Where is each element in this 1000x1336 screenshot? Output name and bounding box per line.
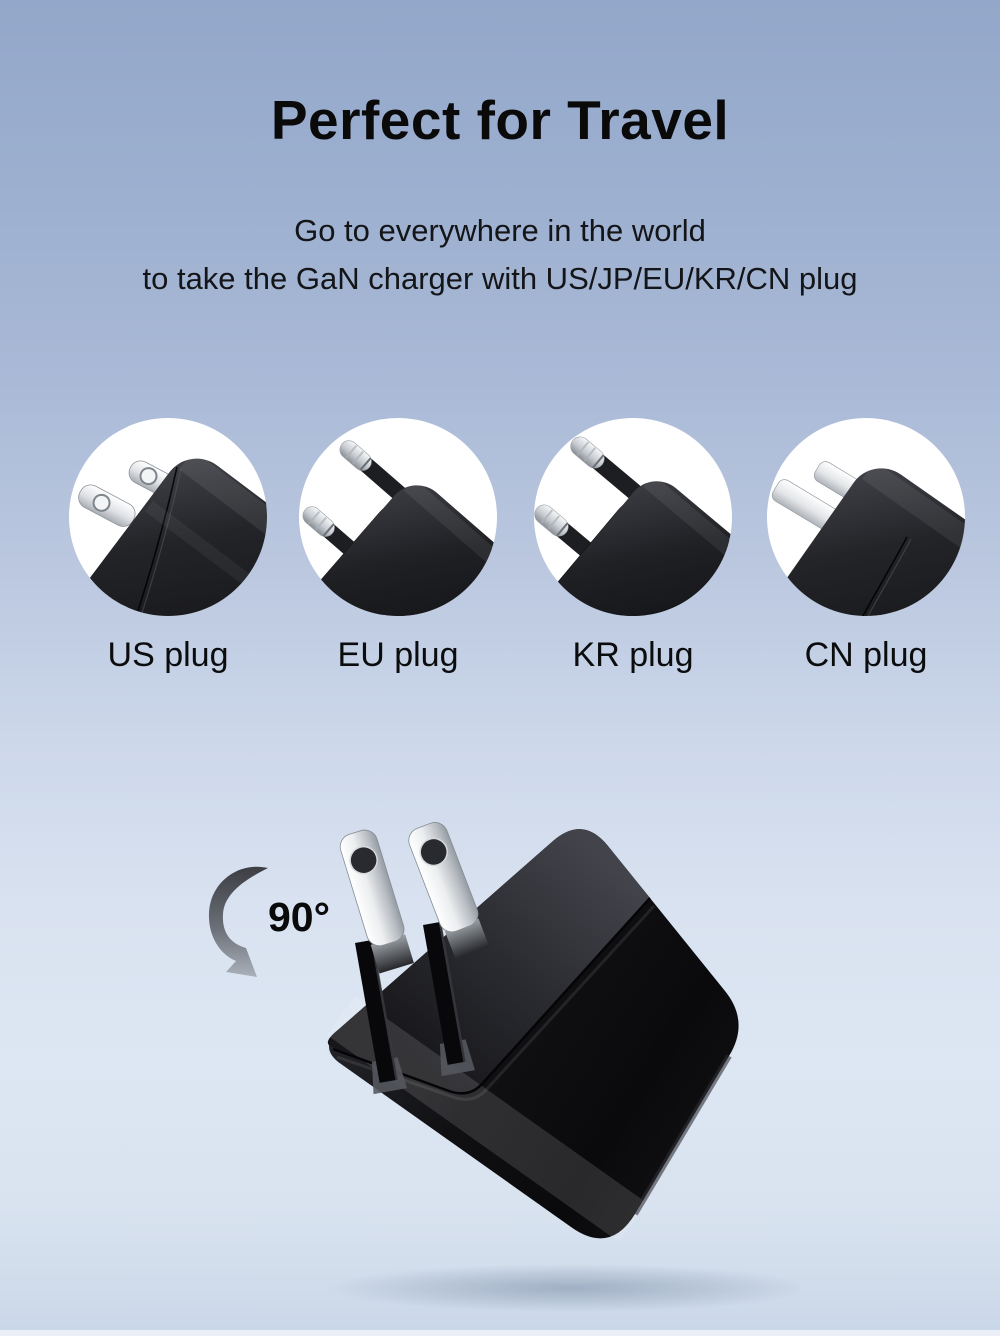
plug-label: US plug — [107, 636, 229, 674]
plug-label: CN plug — [804, 636, 928, 674]
floor-highlight — [0, 1330, 1000, 1336]
us-plug-photo — [69, 418, 267, 616]
blade-slot — [355, 939, 407, 1095]
plug-item-kr: KR plug — [533, 417, 733, 675]
blade-slot — [423, 921, 475, 1077]
kr-plug-photo — [534, 418, 732, 616]
charger-blade — [408, 822, 490, 960]
plug-label: EU plug — [337, 636, 459, 674]
page-title: Perfect for Travel — [270, 89, 730, 151]
subtitle-line-2: to take the GaN charger with US/JP/EU/KR… — [142, 261, 858, 296]
charger-shadow — [325, 1264, 800, 1312]
subtitle: Go to everywhere in the world to take th… — [0, 207, 1000, 303]
charger-photo — [325, 822, 800, 1312]
plug-label: KR plug — [572, 636, 694, 674]
rotation-angle-label: 90° — [268, 894, 331, 940]
eu-plug-photo — [299, 418, 497, 616]
subtitle-line-1: Go to everywhere in the world — [294, 213, 706, 248]
rotate-arrow-icon — [208, 866, 268, 977]
plug-item-us: US plug — [68, 417, 268, 675]
charger-blade — [339, 829, 414, 974]
plug-item-eu: EU plug — [298, 417, 498, 675]
cn-plug-photo — [767, 418, 965, 616]
plug-item-cn: CN plug — [766, 417, 966, 675]
charger-body — [328, 829, 739, 1239]
